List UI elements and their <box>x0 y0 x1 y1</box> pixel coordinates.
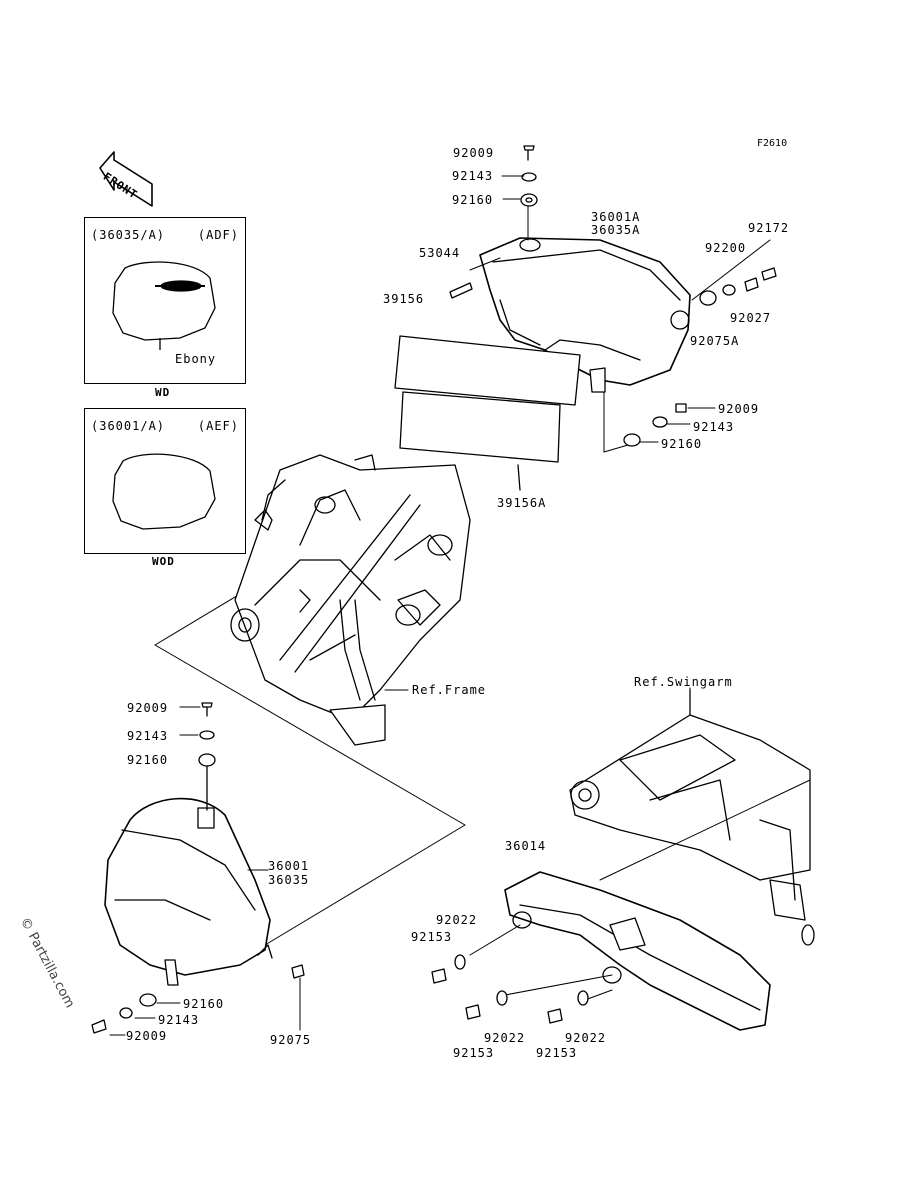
label-92075: 92075 <box>270 1033 312 1047</box>
inset-wod-model: WOD <box>152 555 175 568</box>
label-92153-c: 92153 <box>536 1046 578 1060</box>
label-92160-bottom: 92160 <box>183 997 225 1011</box>
label-92160-left: 92160 <box>127 753 169 767</box>
label-36001A: 36001A <box>591 210 641 224</box>
inset-wd-model: WD <box>155 386 171 399</box>
label-92022-c: 92022 <box>565 1031 607 1045</box>
label-39156A: 39156A <box>497 496 547 510</box>
label-36001: 36001 <box>268 859 310 873</box>
front-arrow-icon <box>99 151 153 207</box>
label-92009-right: 92009 <box>718 402 760 416</box>
inset-wd-codes: (36035/A) <box>91 228 166 242</box>
inset-wod-suffix: (AEF) <box>197 419 239 433</box>
label-36035A: 36035A <box>591 223 641 237</box>
label-36014: 36014 <box>505 839 547 853</box>
figure-code: F2610 <box>757 138 788 149</box>
inset-wd-cover-icon <box>112 261 216 350</box>
label-92022-b: 92022 <box>484 1031 526 1045</box>
label-92143-bottom: 92143 <box>158 1013 200 1027</box>
chain-guard-fasteners <box>431 954 589 1024</box>
inset-wd: (36035/A) (ADF) Ebony <box>84 217 246 384</box>
inset-wd-note: Ebony <box>175 352 217 366</box>
right-side-cover-drawing <box>479 237 691 393</box>
label-92027: 92027 <box>730 311 772 325</box>
label-92075A: 92075A <box>690 334 740 348</box>
ref-swingarm-label: Ref.Swingarm <box>634 675 733 689</box>
label-92160-right: 92160 <box>661 437 703 451</box>
right-fasteners <box>449 145 777 447</box>
left-side-cover-drawing <box>104 797 273 986</box>
label-92143-top: 92143 <box>452 169 494 183</box>
label-92009-bottom: 92009 <box>126 1029 168 1043</box>
chain-guard-drawing <box>469 871 771 1031</box>
label-92143-right: 92143 <box>693 420 735 434</box>
inset-wod: (36001/A) (AEF) <box>84 408 246 554</box>
label-92009-left: 92009 <box>127 701 169 715</box>
label-92022-a: 92022 <box>436 913 478 927</box>
frame-drawing <box>230 454 471 746</box>
label-92160-top: 92160 <box>452 193 494 207</box>
label-39156: 39156 <box>383 292 425 306</box>
ref-frame-label: Ref.Frame <box>412 683 487 697</box>
label-36035: 36035 <box>268 873 310 887</box>
label-92153-b: 92153 <box>453 1046 495 1060</box>
inset-wd-suffix: (ADF) <box>197 228 239 242</box>
inset-wod-codes: (36001/A) <box>91 419 166 433</box>
label-92009-top: 92009 <box>453 146 495 160</box>
left-fasteners <box>91 702 305 1034</box>
inset-wod-cover-icon <box>112 453 216 530</box>
label-92153-a: 92153 <box>411 930 453 944</box>
label-leader-lines <box>109 175 716 1036</box>
swingarm-drawing <box>569 689 815 946</box>
label-92172: 92172 <box>748 221 790 235</box>
label-92143-left: 92143 <box>127 729 169 743</box>
filter-pads-drawing <box>394 335 581 491</box>
label-53044: 53044 <box>419 246 461 260</box>
label-92200: 92200 <box>705 241 747 255</box>
